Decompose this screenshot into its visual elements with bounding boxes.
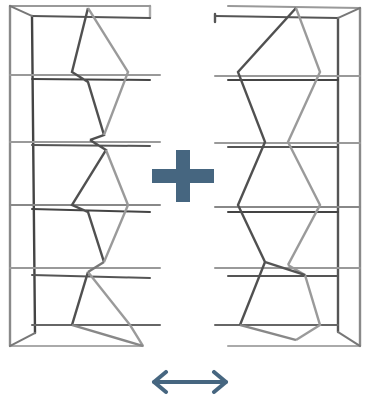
right-tower-posts	[213, 6, 362, 348]
plus-icon	[152, 150, 214, 202]
right-lattice-tower	[213, 5, 362, 348]
left-tower-posts	[8, 4, 152, 348]
right-tower-struts	[236, 7, 322, 342]
left-lattice-tower	[8, 4, 161, 348]
double-arrow-horizontal-icon	[152, 370, 228, 394]
right-tower-shelves	[214, 75, 361, 347]
left-tower-struts	[70, 7, 145, 348]
left-tower-top-frame	[9, 5, 151, 19]
left-tower-shelves	[9, 74, 161, 347]
right-tower-top-frame	[214, 5, 361, 19]
